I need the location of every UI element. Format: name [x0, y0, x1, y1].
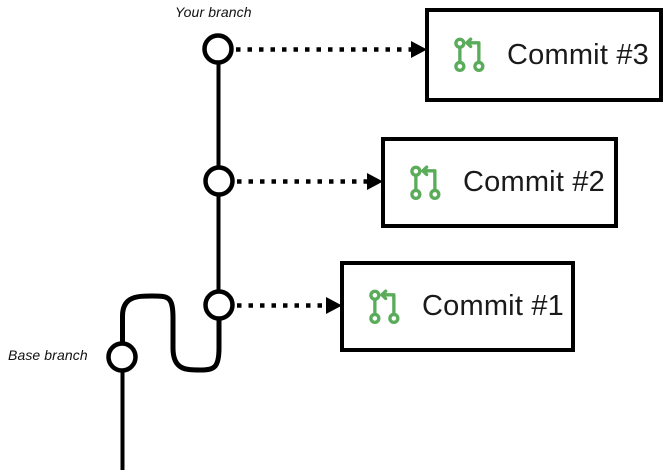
commit-box-3-label: Commit #3	[507, 38, 649, 71]
commit-box-1[interactable]: Commit #1	[340, 261, 575, 352]
git-pull-request-icon	[369, 289, 400, 324]
commit-box-2-label: Commit #2	[463, 166, 605, 198]
commit-box-1-label: Commit #1	[422, 290, 564, 322]
base-branch-node[interactable]	[106, 341, 138, 373]
connector-arrow-1	[237, 297, 342, 314]
base-branch-merge-curve	[120, 293, 222, 373]
commit-box-2[interactable]: Commit #2	[381, 137, 618, 228]
commit-node-3[interactable]	[202, 33, 234, 65]
connector-arrow-2	[237, 173, 383, 190]
commit-box-3[interactable]: Commit #3	[425, 8, 663, 102]
your-branch-label: Your branch	[175, 4, 252, 20]
commit-node-1[interactable]	[203, 289, 235, 321]
git-pull-request-icon	[410, 165, 441, 200]
commit-node-2[interactable]	[203, 165, 235, 197]
connector-arrow-3	[236, 41, 427, 58]
base-branch-label: Base branch	[8, 347, 88, 363]
git-pull-request-icon	[454, 37, 485, 73]
